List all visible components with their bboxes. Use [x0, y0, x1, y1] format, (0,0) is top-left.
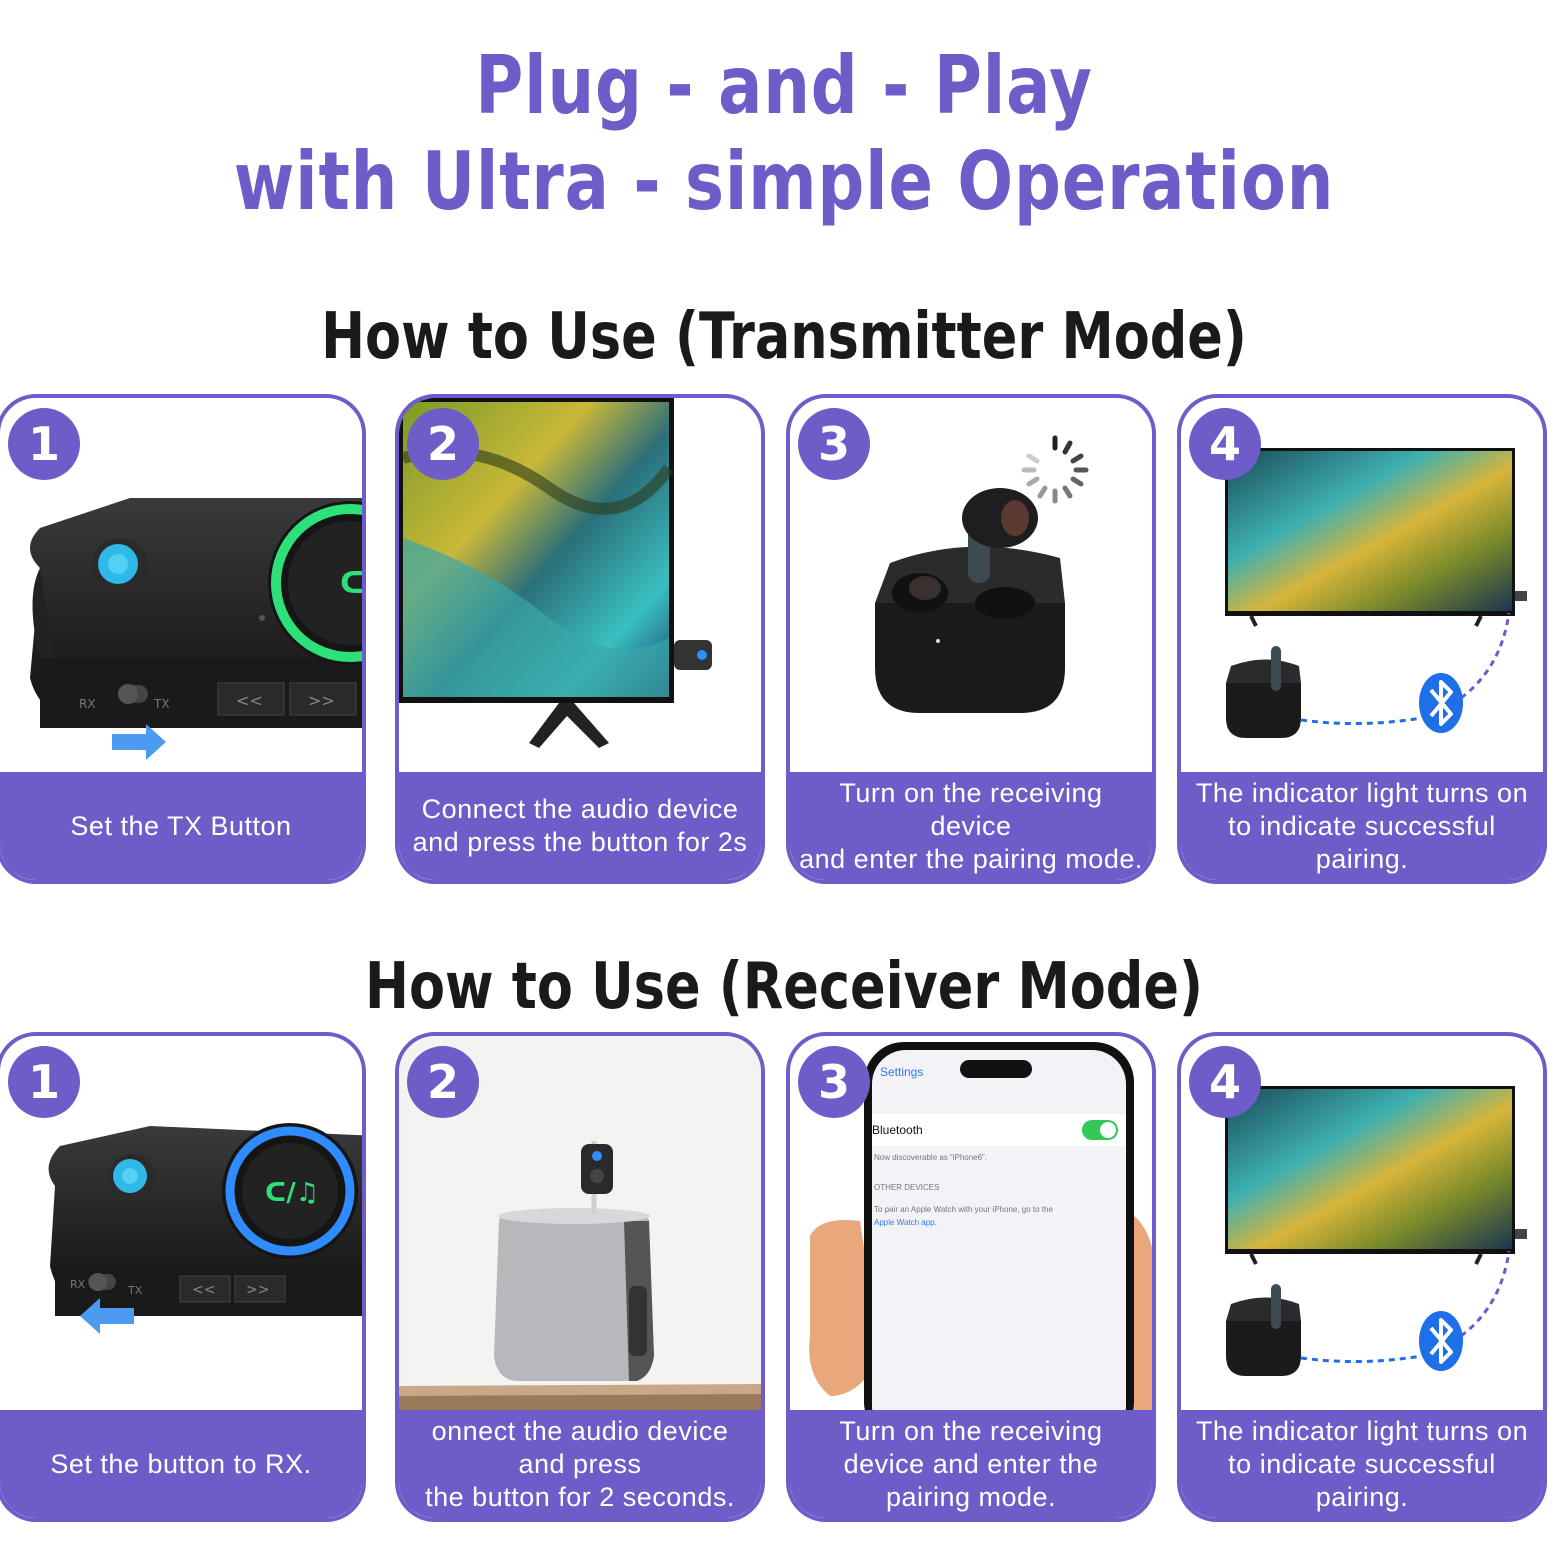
loading-spinner-icon	[1021, 435, 1089, 504]
rx-step-4-card: 4 The indicator light turns on to indica…	[1177, 1032, 1547, 1522]
bluetooth-icon	[1419, 673, 1463, 733]
step-caption: Set the TX Button	[0, 772, 362, 880]
rx-step-1-device-image: ᑕ/♫ RX TX << >>	[0, 1036, 362, 1418]
transmitter-section-title: How to Use (Transmitter Mode)	[321, 300, 1247, 374]
svg-text:ᑕ/♫: ᑕ/♫	[340, 566, 366, 601]
svg-text:>>: >>	[308, 691, 335, 710]
step-caption: The indicator light turns on to indicate…	[1181, 772, 1543, 880]
step-number-badge: 1	[8, 1046, 80, 1118]
tx-step-1-device-image: ᑕ/♫ RX TX << >>	[0, 398, 362, 780]
step-number-badge: 4	[1189, 1046, 1261, 1118]
discoverable-text: Now discoverable as “iPhone6”.	[874, 1153, 987, 1162]
pair-instructions-text: To pair an Apple Watch with your iPhone,…	[874, 1205, 1053, 1214]
step-caption: Turn on the receiving device and enter t…	[790, 772, 1152, 880]
step-number-badge: 2	[407, 408, 479, 480]
rx-step-3-phone-image: Settings Bluetooth Now discoverable as “…	[790, 1036, 1152, 1442]
svg-text:ᑕ/♫: ᑕ/♫	[265, 1178, 319, 1208]
apple-watch-app-link[interactable]: Apple Watch app.	[874, 1218, 937, 1227]
headline-line-1: Plug - and - Play	[475, 39, 1093, 132]
svg-text:<<: <<	[236, 691, 263, 710]
other-devices-label: OTHER DEVICES	[874, 1183, 939, 1192]
step-caption: The indicator light turns on to indicate…	[1181, 1410, 1543, 1518]
step-number-badge: 1	[8, 408, 80, 480]
tx-step-4-card: 4 The indicator light turns on to indica…	[1177, 394, 1547, 884]
step-number-badge: 3	[798, 1046, 870, 1118]
rx-step-4-pairing-image	[1181, 1036, 1543, 1418]
rx-step-3-card: Settings Bluetooth Now discoverable as “…	[786, 1032, 1156, 1522]
rx-step-2-card: 2 onnect the audio device and press the …	[395, 1032, 765, 1522]
arrow-left-icon	[80, 1298, 134, 1334]
receiver-section-title: How to Use (Receiver Mode)	[365, 950, 1203, 1024]
rx-step-1-card: ᑕ/♫ RX TX << >> 1 Set the button to RX.	[0, 1032, 366, 1522]
bluetooth-toggle[interactable]	[1082, 1120, 1118, 1140]
tx-step-3-earbuds-image	[790, 398, 1152, 780]
step-caption: Turn on the receiving device and enter t…	[790, 1410, 1152, 1518]
step-number-badge: 3	[798, 408, 870, 480]
bluetooth-setting-label: Bluetooth	[872, 1123, 923, 1137]
tx-step-4-pairing-image	[1181, 398, 1543, 780]
step-caption: Connect the audio device and press the b…	[399, 772, 761, 880]
tx-step-2-card: 2 Connect the audio device and press the…	[395, 394, 765, 884]
svg-text:<<: <<	[192, 1282, 215, 1298]
arrow-right-icon	[112, 724, 166, 760]
tx-step-2-tv-image	[399, 398, 761, 780]
tx-step-1-card: ᑕ/♫ RX TX << >> 1 Set the TX Button	[0, 394, 366, 884]
bluetooth-icon	[1419, 1311, 1463, 1371]
tx-step-3-card: 3 Turn on the receiving device and enter…	[786, 394, 1156, 884]
svg-text:RX: RX	[70, 1278, 86, 1291]
step-caption: Set the button to RX.	[0, 1410, 362, 1518]
headline-line-2: with Ultra - simple Operation	[233, 135, 1335, 228]
step-caption: onnect the audio device and press the bu…	[399, 1410, 761, 1518]
tx-label: TX	[153, 697, 170, 711]
rx-label: RX	[79, 697, 96, 711]
step-number-badge: 2	[407, 1046, 479, 1118]
svg-text:>>: >>	[246, 1282, 269, 1298]
svg-text:TX: TX	[127, 1284, 143, 1297]
step-number-badge: 4	[1189, 408, 1261, 480]
settings-back-link[interactable]: Settings	[880, 1065, 923, 1079]
